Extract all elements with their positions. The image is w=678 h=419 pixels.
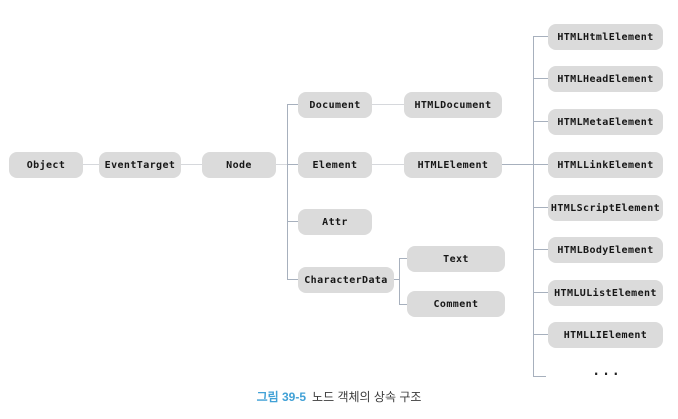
node-box-htmlheadelement: HTMLHeadElement [548,66,663,92]
branch-line [287,164,298,165]
node-box-htmllinkelement: HTMLLinkElement [548,152,663,178]
node-box-htmllielement: HTMLLIElement [548,322,663,348]
node-box-htmlscriptelement: HTMLScriptElement [548,195,663,221]
more-elements-ellipsis: ... [592,364,622,379]
branch-line [394,279,399,280]
node-box-element: Element [298,152,372,178]
branch-line [533,292,548,293]
node-box-htmlbodyelement: HTMLBodyElement [548,237,663,263]
branch-line [533,207,548,208]
node-box-htmlulistelement: HTMLUListElement [548,280,663,306]
node-box-characterdata: CharacterData [298,267,394,293]
branch-line [533,164,548,165]
branch-line [533,376,546,377]
connector-line [83,164,99,165]
node-box-eventtarget: EventTarget [99,152,181,178]
branch-line [533,334,548,335]
node-box-object: Object [9,152,83,178]
node-box-attr: Attr [298,209,372,235]
node-box-htmlhtmlelement: HTMLHtmlElement [548,24,663,50]
node-box-text: Text [407,246,505,272]
figure-caption: 그림 39-5 노드 객체의 상속 구조 [0,388,678,405]
trunk-line [533,36,534,377]
branch-line [287,279,298,280]
branch-line [533,78,548,79]
trunk-line [287,104,288,280]
node-box-htmlmetaelement: HTMLMetaElement [548,109,663,135]
node-box-node: Node [202,152,276,178]
connector-line [372,104,404,105]
branch-line [287,104,298,105]
figure-title: 노드 객체의 상속 구조 [312,390,422,404]
branch-line [399,304,407,305]
branch-line [533,249,548,250]
node-box-htmldocument: HTMLDocument [404,92,502,118]
branch-line [533,36,548,37]
branch-line [399,258,407,259]
figure-number-label: 그림 39-5 [256,390,307,404]
branch-line [502,164,533,165]
connector-line [276,164,287,165]
node-box-htmlelement: HTMLElement [404,152,502,178]
trunk-line [399,258,400,305]
connector-line [372,164,404,165]
branch-line [287,221,298,222]
node-box-document: Document [298,92,372,118]
node-box-comment: Comment [407,291,505,317]
connector-line [181,164,202,165]
branch-line [533,121,548,122]
